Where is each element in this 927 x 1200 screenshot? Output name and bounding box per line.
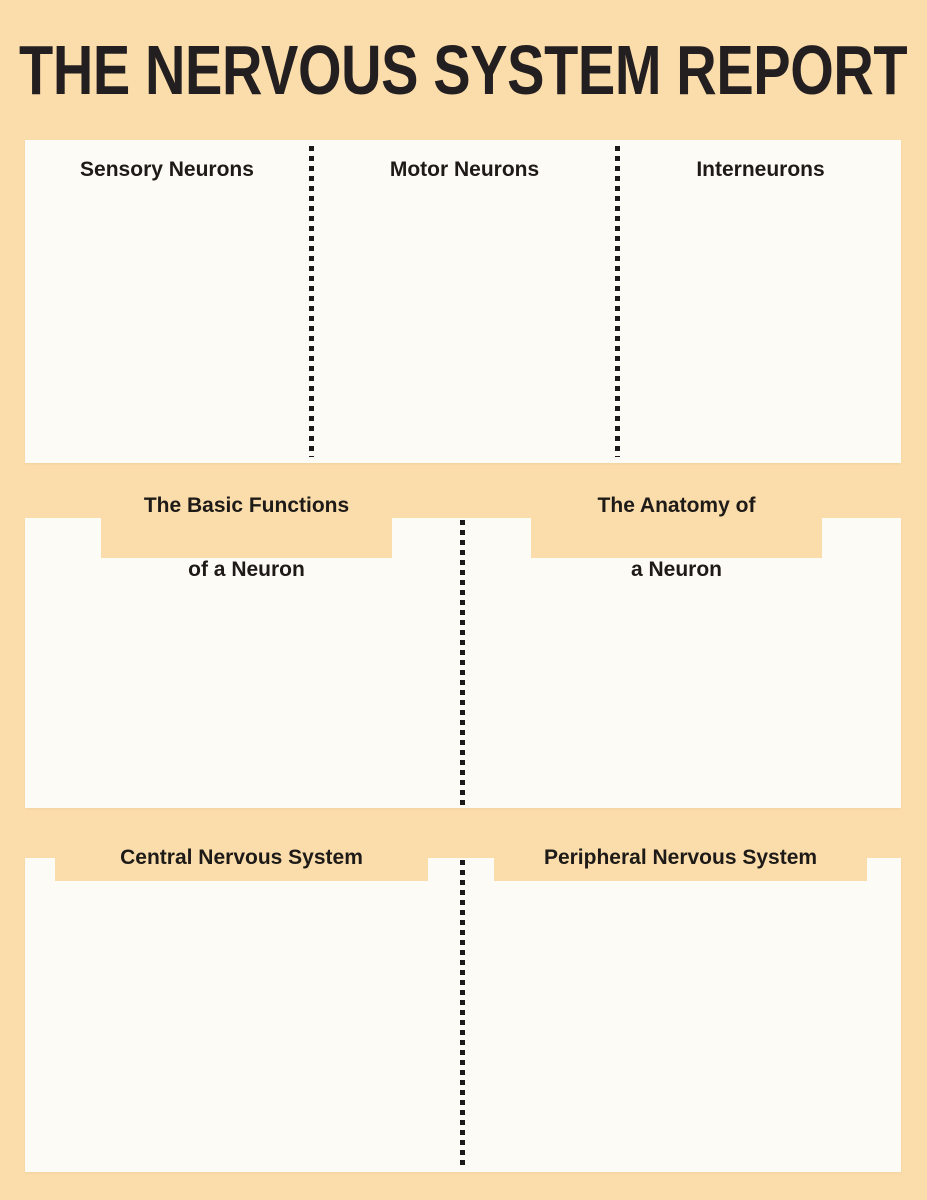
column-heading-motor-neurons: Motor Neurons xyxy=(389,158,540,181)
column-heading-sensory-neurons: Sensory Neurons xyxy=(80,158,254,181)
column-heading-interneurons: Interneurons xyxy=(696,158,825,181)
column-heading-central-nervous-system-text: Central Nervous System xyxy=(120,846,363,869)
column-heading-peripheral-nervous-system: Peripheral Nervous System xyxy=(494,838,867,881)
dotted-divider-cns-pns xyxy=(460,860,465,1170)
column-heading-peripheral-nervous-system-text: Peripheral Nervous System xyxy=(543,846,818,869)
write-area-interneurons[interactable] xyxy=(628,192,893,455)
dotted-divider-functions-anatomy xyxy=(460,520,465,808)
page-title-row: THE NERVOUS SYSTEM REPORT xyxy=(0,22,927,118)
dotted-divider-motor-interneurons xyxy=(615,146,620,457)
write-area-sensory-neurons[interactable] xyxy=(33,192,301,455)
column-heading-central-nervous-system: Central Nervous System xyxy=(55,838,428,881)
column-heading-anatomy-neuron-line2: a Neuron xyxy=(630,557,722,581)
column-heading-anatomy-neuron: The Anatomy of a Neuron xyxy=(531,488,822,581)
column-heading-basic-functions-line1: The Basic Functions xyxy=(143,494,350,517)
write-area-anatomy-neuron[interactable] xyxy=(472,562,893,802)
write-area-peripheral-nervous-system[interactable] xyxy=(472,886,893,1166)
write-area-basic-functions[interactable] xyxy=(33,562,453,802)
write-area-motor-neurons[interactable] xyxy=(322,192,607,455)
dotted-divider-sensory-motor xyxy=(309,146,314,457)
section-neuron-types-panel xyxy=(25,140,901,463)
column-heading-basic-functions-line2: of a Neuron xyxy=(188,557,305,581)
column-heading-basic-functions: The Basic Functions of a Neuron xyxy=(101,488,392,581)
write-area-central-nervous-system[interactable] xyxy=(33,886,453,1166)
column-heading-anatomy-neuron-line1: The Anatomy of xyxy=(597,494,756,517)
page-title: THE NERVOUS SYSTEM REPORT xyxy=(19,31,908,109)
